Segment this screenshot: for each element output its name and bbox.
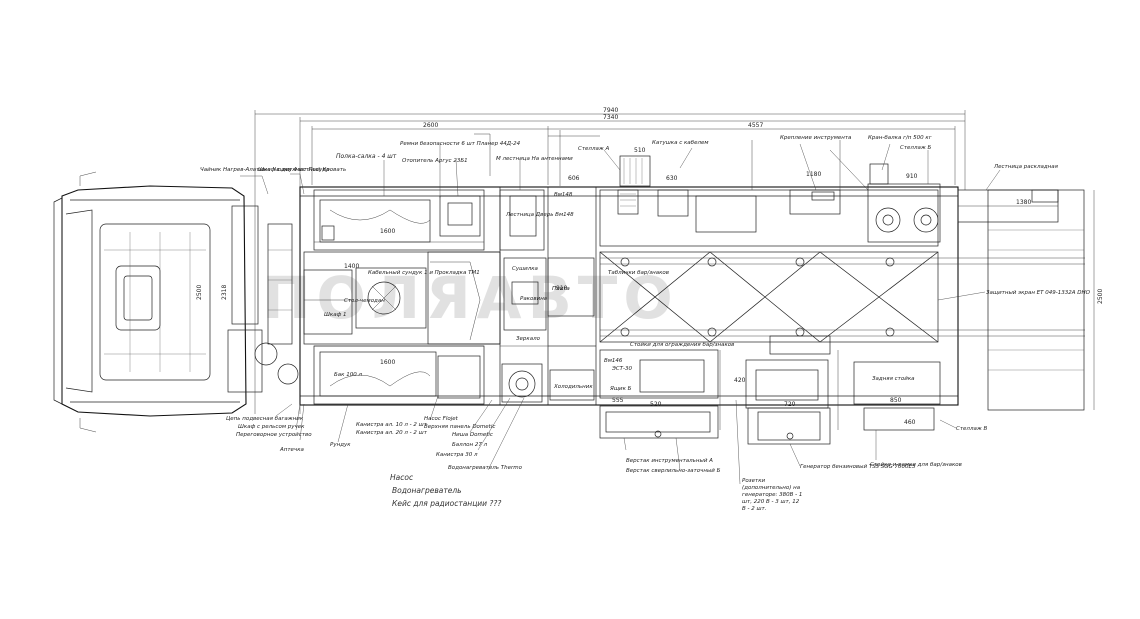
dim-rear-width: 2500 xyxy=(1097,289,1104,304)
label-oven: Плита xyxy=(552,286,570,292)
label-canister-30: Канистра 30 л xyxy=(436,452,478,458)
label-balloon: Баллон 27 л xyxy=(452,442,488,448)
dim-1180: 1180 xyxy=(806,171,821,178)
label-generator: Генератор бензиновый TSS SGG 7500E3 xyxy=(800,464,916,470)
label-rack-b: Стеллаж Б xyxy=(900,145,932,151)
label-transformer: ЭСТ-30 xyxy=(611,366,633,372)
dim-420: 420 xyxy=(734,377,746,384)
label-pump-fix: Насос Flojet xyxy=(424,416,459,422)
label-first-aid: Аптечка xyxy=(279,447,305,453)
label-box-trunks: Шкаф с двухместный Кровать xyxy=(258,167,346,173)
watermark-text: ПОЛЯАВТО xyxy=(262,264,679,332)
label-bar-stand: Стойки для ограждения бар/знаков xyxy=(630,342,734,348)
dim-rear-section: 4557 xyxy=(748,122,763,129)
dim-720: 720 xyxy=(784,401,796,408)
dim-bunks-1600-top: 1600 xyxy=(380,228,395,235)
label-rack-a: Стеллаж А xyxy=(578,146,610,152)
label-signs-bar: Таблички бар/знаков xyxy=(608,270,669,276)
dim-460: 460 xyxy=(904,419,916,426)
label-bak: Бак 100 л xyxy=(334,372,362,378)
label-step: Вм148 xyxy=(554,192,573,198)
dim-cab-width-inner: 2318 xyxy=(221,285,228,300)
label-cabinet: Ниша Dometic xyxy=(452,432,493,438)
label-storage: Переговорное устройство xyxy=(236,432,312,438)
dim-total-top: 7940 xyxy=(603,107,618,114)
label-fold-table: Стол-чемодан xyxy=(344,298,385,304)
label-dryer: Сушилка xyxy=(512,266,539,272)
rear-lower-equipment xyxy=(599,335,941,445)
note-pump: Насос xyxy=(390,473,414,482)
label-top-panel: Верхняя панель Dometic xyxy=(424,424,495,430)
dim-510: 510 xyxy=(634,147,646,154)
label-diesel: Рундук xyxy=(330,442,351,448)
label-belts: Ремни безопасности 6 шт Планер 44Д-24 xyxy=(400,141,521,147)
dim-1400: 1400 xyxy=(344,263,359,270)
leader-lines xyxy=(240,143,1001,485)
dim-front-section: 2600 xyxy=(423,122,438,129)
label-stairs-door: Лестница Дверь Вм148 xyxy=(505,212,574,218)
label-tow: Цепь подвесная багажник xyxy=(226,416,304,422)
label-water-heater: Водонагреватель Thermo xyxy=(448,465,523,471)
label-rack-v: Стеллаж В xyxy=(956,426,988,432)
note-water-heater: Водонагреватель xyxy=(392,486,462,495)
upper-bunks-area xyxy=(313,189,485,251)
label-jack: Защитный экран ЕТ 049-1332А DHO xyxy=(986,290,1091,296)
truck-cab xyxy=(53,171,301,433)
dim-606: 606 xyxy=(568,175,580,182)
label-crane: Кран-балка г/п 500 кг xyxy=(868,135,932,141)
label-cable-chest: Кабельный сундук 1 и Прокладка ТМ1 xyxy=(368,270,480,276)
rear-ladder-frame xyxy=(957,189,1095,411)
label-chairs: Чайник Нагрев-Алатные Чашки 4 шт Посуда xyxy=(200,167,330,173)
label-sink: Раковина xyxy=(520,296,548,302)
rear-cargo-area xyxy=(599,251,1085,343)
label-bar-rack: Задняя стойка xyxy=(872,376,915,382)
dim-555: 555 xyxy=(612,397,624,404)
label-racks-frames: Стойки и рамки для бар/знаков xyxy=(870,462,962,468)
dim-850: 850 xyxy=(890,397,902,404)
label-canister-10: Канистра ал. 10 л - 2 шт xyxy=(356,422,428,428)
note-radio-case: Кейс для радиостанции ??? xyxy=(392,499,501,508)
label-floor-hatch: Шкаф 1 xyxy=(324,312,347,318)
lower-front-area xyxy=(313,345,485,405)
label-outlets: Розетки (дополнительно) на генераторе: 3… xyxy=(742,478,803,512)
label-workbench-a: Верстак инструментальный А xyxy=(626,458,713,464)
dim-total-inner: 7340 xyxy=(603,114,618,121)
label-canister-20: Канистра ал. 20 л - 2 шт xyxy=(356,430,428,436)
dim-910: 910 xyxy=(556,285,568,292)
dim-520: 520 xyxy=(650,401,662,408)
dim-630: 630 xyxy=(666,175,678,182)
label-reel: Катушка с кабелем xyxy=(652,140,709,146)
rear-upper-shelving xyxy=(474,130,941,247)
dim-bunks-1600-bottom: 1600 xyxy=(380,359,395,366)
front-middle-area xyxy=(303,251,501,345)
dim-cab-width-outer: 2500 xyxy=(196,285,203,300)
label-workbench-b: Верстак сверлильно-заточный Б xyxy=(626,468,721,474)
dim-910b: 910 xyxy=(906,173,918,180)
dim-rear-ladder: 1380 xyxy=(1016,199,1031,206)
label-mini-fridge: Холодильник xyxy=(553,384,593,390)
label-toilet: Зеркало xyxy=(516,336,541,342)
label-ladder-dorm: М лестница На антеннами xyxy=(496,156,573,162)
label-heater: Отопитель Аргус 23Б1 xyxy=(402,158,468,164)
label-ladder: Лестница раскладная xyxy=(993,164,1059,170)
label-tool-mount: Крепление инструмента xyxy=(780,135,852,141)
overall-dimension-lines xyxy=(254,110,966,190)
label-side-box: Ящик Б xyxy=(609,386,632,392)
label-panel-b: Вм146 xyxy=(604,358,623,364)
label-box-tools: Шкаф с рельсом ручек xyxy=(238,424,305,430)
label-bunks: Полка-салка - 4 шт xyxy=(336,153,397,160)
